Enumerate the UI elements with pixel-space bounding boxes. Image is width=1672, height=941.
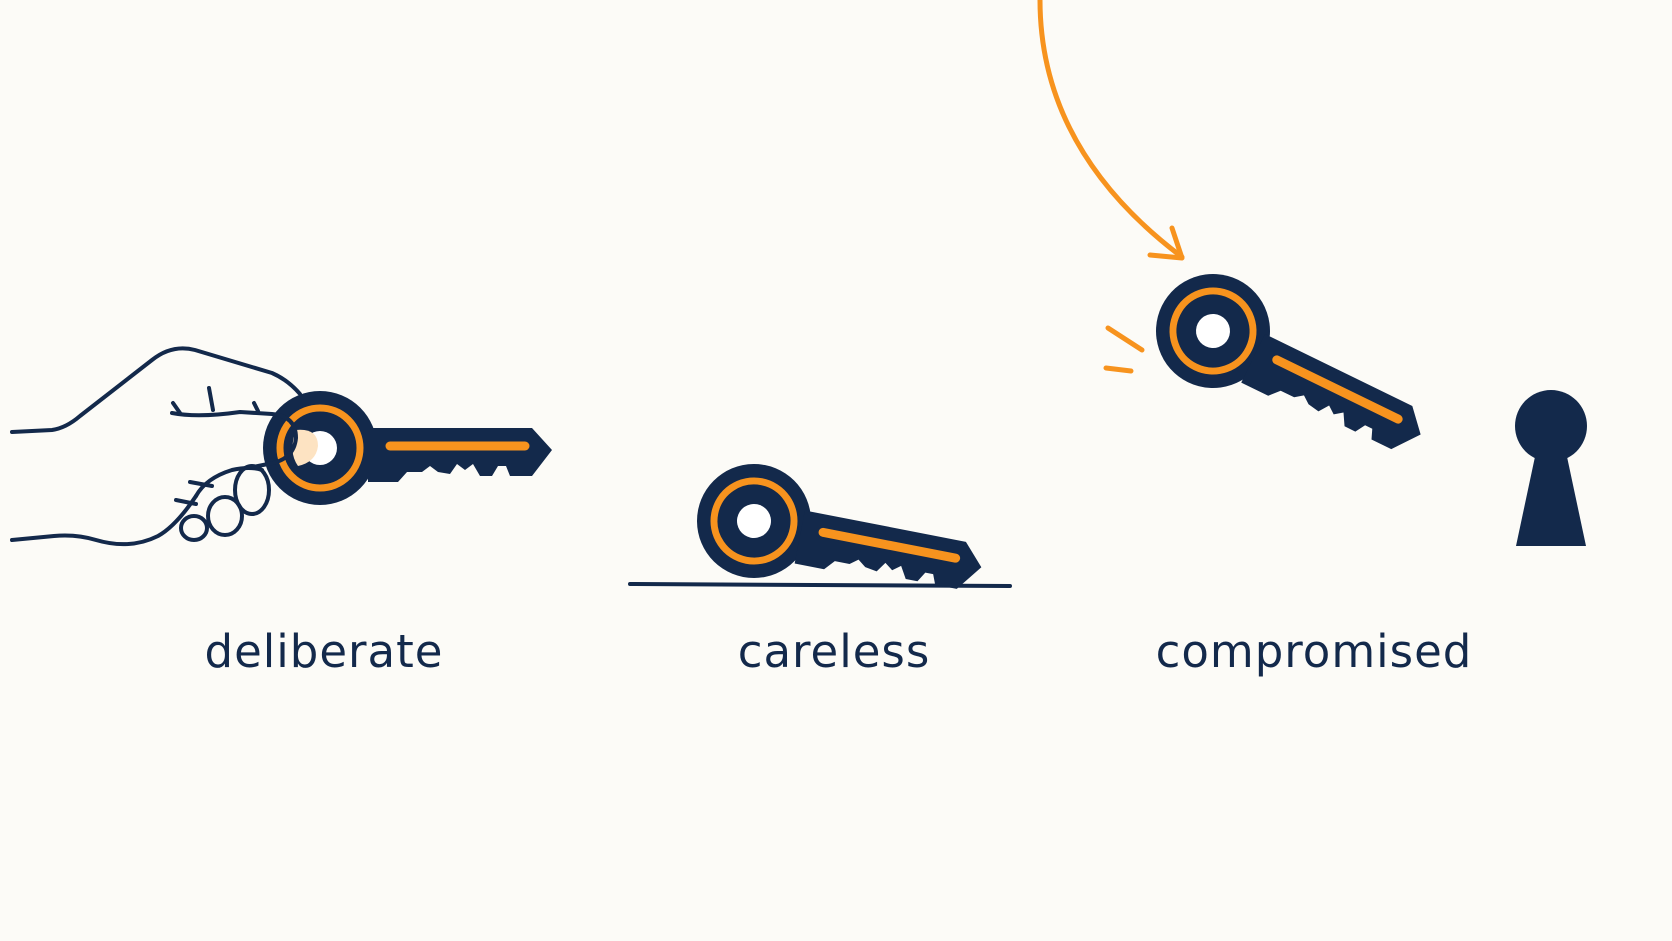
key-icon <box>1137 255 1447 484</box>
deliberate-scene <box>10 346 552 547</box>
keyhole-icon <box>1515 390 1587 546</box>
caption-compromised: compromised <box>1155 625 1473 678</box>
arrow-icon <box>1037 0 1185 261</box>
impact-marks-icon <box>1103 325 1145 374</box>
caption-deliberate: deliberate <box>204 625 444 678</box>
hand-icon <box>10 346 318 547</box>
compromised-scene <box>1037 0 1587 546</box>
key-icon <box>687 454 992 621</box>
caption-careless: careless <box>737 625 931 678</box>
careless-scene <box>628 454 1012 621</box>
